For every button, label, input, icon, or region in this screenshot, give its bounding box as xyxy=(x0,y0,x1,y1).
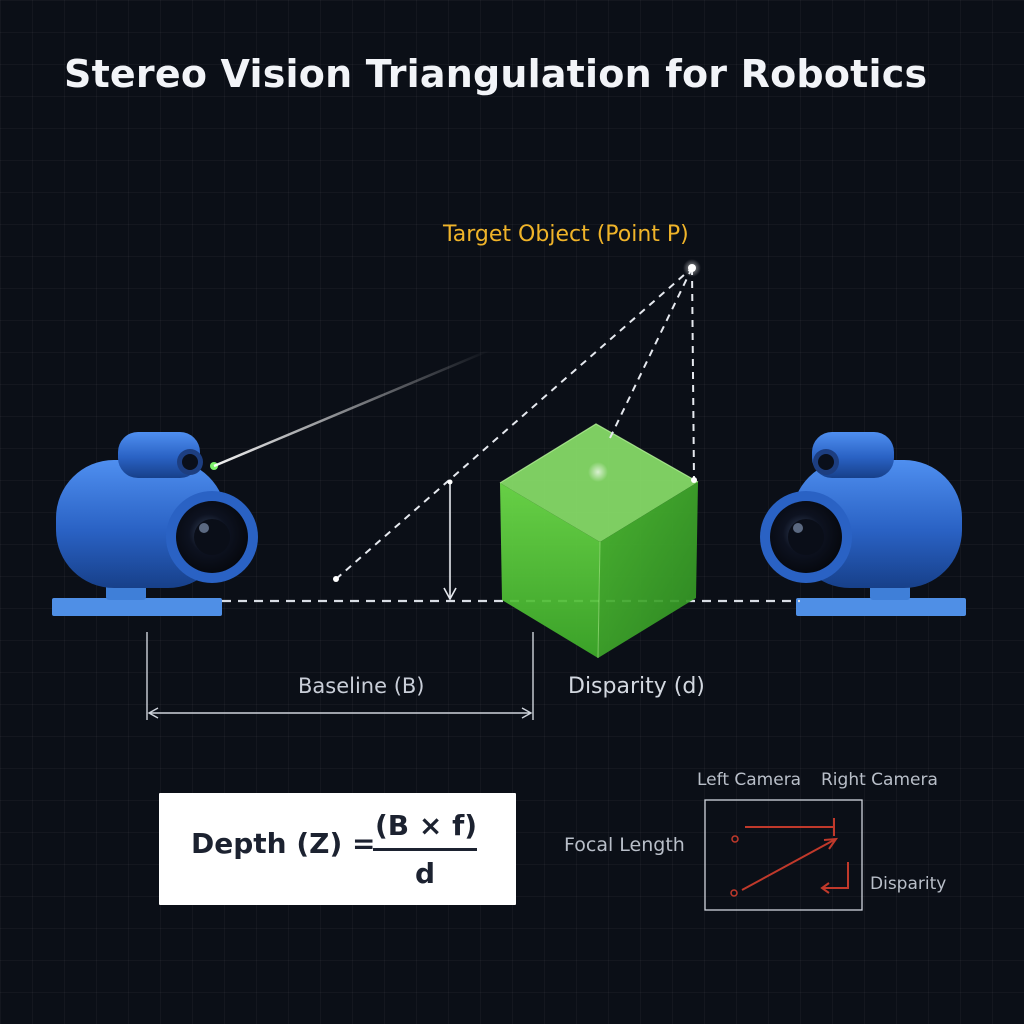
focal-length-label: Focal Length xyxy=(564,834,685,856)
formula-lhs: Depth (Z) = xyxy=(191,827,376,860)
formula-numerator: (B × f) xyxy=(375,809,478,842)
disparity-label: Disparity (d) xyxy=(568,674,705,699)
baseline-label: Baseline (B) xyxy=(298,674,425,698)
depth-formula-card: Depth (Z) = (B × f) d xyxy=(159,793,516,905)
right-camera-icon xyxy=(760,432,966,616)
inset-disparity-label: Disparity xyxy=(870,874,947,894)
height-arrow xyxy=(443,479,457,601)
target-cube-icon xyxy=(499,423,699,659)
formula-denominator: d xyxy=(414,857,436,890)
triangulation-rays xyxy=(335,267,695,580)
left-camera-icon xyxy=(52,432,258,616)
baseline-dimension xyxy=(146,632,534,720)
inset-right-camera-label: Right Camera xyxy=(821,770,938,790)
page-title: Stereo Vision Triangulation for Robotics xyxy=(64,52,928,96)
inset-diagram xyxy=(704,799,863,911)
inset-left-camera-label: Left Camera xyxy=(697,770,802,790)
laser-beam xyxy=(213,348,491,468)
target-object-label: Target Object (Point P) xyxy=(443,222,689,247)
fraction-bar xyxy=(373,848,477,851)
